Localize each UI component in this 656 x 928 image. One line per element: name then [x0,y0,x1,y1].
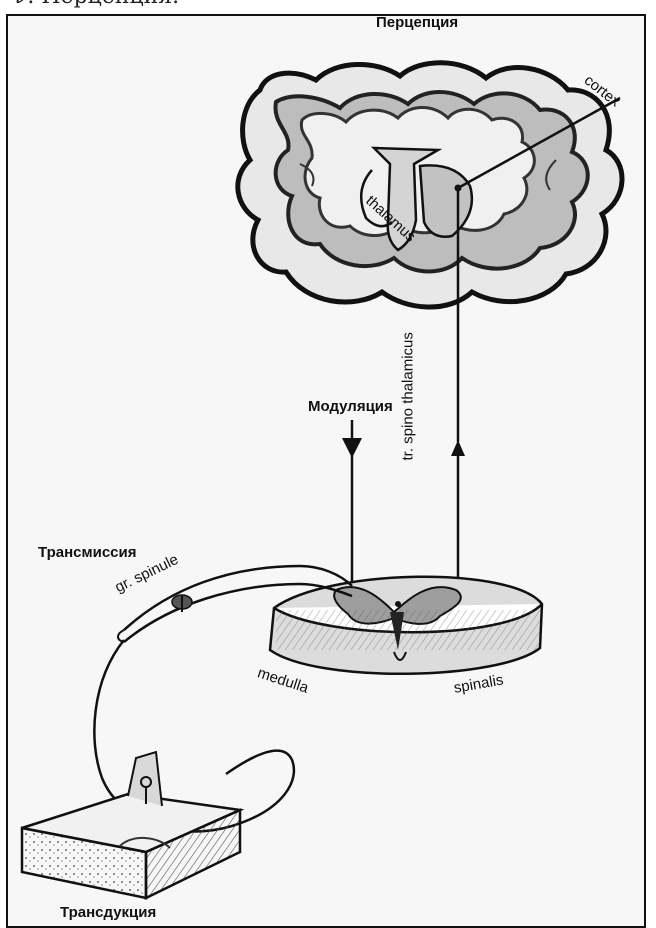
skin-block [22,752,240,898]
spinal-cord-segment [270,577,542,674]
tract-label: tr. spino thalamicus [400,332,417,460]
modulation-label: Модуляция [308,398,393,415]
brain-section [238,63,622,307]
perception-label: Перцепция [376,14,458,31]
transduction-label: Трансдукция [60,904,156,921]
transmission-label: Трансмиссия [38,544,136,561]
